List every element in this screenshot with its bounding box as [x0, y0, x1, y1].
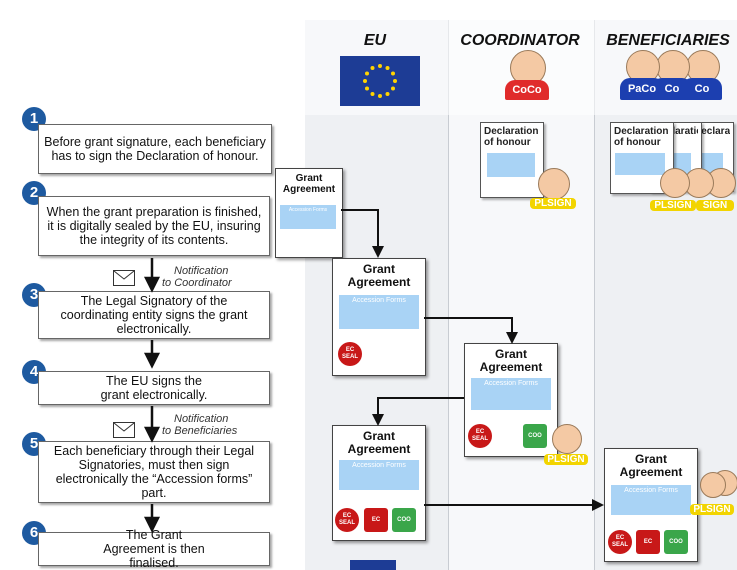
legal-signatory-person-icon	[700, 472, 726, 498]
plsign-badge: PLSIGN	[530, 198, 576, 209]
ec-seal-icon: EC SEAL	[338, 342, 362, 366]
beneficiary-body	[682, 78, 722, 100]
accession-forms-panel: Accession Forms	[280, 205, 336, 229]
column-divider	[594, 20, 595, 570]
step-2-box: When the grant preparation is finished, …	[38, 196, 270, 256]
declaration-label: Declaration	[614, 126, 669, 137]
eu-column-title: EU	[363, 32, 387, 49]
doc-title-line: Agreement	[282, 184, 336, 195]
doc-title-line: Agreement	[347, 442, 411, 456]
plsign-badge: PLSIGN	[544, 454, 588, 465]
doc-title-line: Agreement	[619, 465, 683, 479]
step-5-box: Each beneficiary through their Legal Sig…	[38, 441, 270, 503]
declaration-label: Declaration	[484, 126, 539, 137]
step-1-box: Before grant signature, each beneficiary…	[38, 124, 272, 174]
eu-flag-icon	[350, 560, 396, 570]
notification-line: to Beneficiaries	[162, 425, 238, 437]
ec-seal-icon: EC SEAL	[608, 530, 632, 554]
paco-badge: PaCo	[627, 83, 657, 95]
accession-forms-panel: Accession Forms	[339, 295, 419, 329]
notification-label: Notification to Coordinator	[162, 265, 252, 289]
eu-flag-icon	[340, 56, 420, 106]
doc-title: Grant Agreement	[465, 348, 557, 374]
envelope-icon	[113, 422, 135, 438]
step-connectors	[143, 258, 161, 533]
coo-signature-icon: COO	[392, 508, 416, 532]
doc-title-line: Agreement	[479, 360, 543, 374]
doc-title-line: Grant	[362, 429, 395, 443]
signature-panel	[615, 153, 665, 175]
sign-badge: SIGN	[696, 200, 734, 211]
plsign-badge: PLSIGN	[690, 504, 734, 515]
coco-badge: CoCo	[512, 84, 542, 96]
step-6-box: The Grant Agreement is then finalised.	[38, 528, 270, 570]
step-1-number: 1	[22, 107, 46, 131]
ec-seal-icon: EC SEAL	[335, 508, 359, 532]
ec-signature-icon: EC	[364, 508, 388, 532]
step-4-box: The EU signs the grant electronically.	[38, 371, 270, 405]
doc-title: Grant Agreement	[605, 453, 697, 479]
doc-title: Grant Agreement	[333, 430, 425, 456]
legal-signatory-person-icon	[552, 424, 582, 454]
coordinator-body	[505, 80, 549, 100]
doc-title: Grant Agreement	[276, 173, 342, 195]
plsign-badge: PLSIGN	[650, 200, 696, 211]
doc-title-line: Agreement	[347, 275, 411, 289]
co-badge: Co	[664, 83, 680, 95]
accession-forms-panel: Accession Forms	[339, 460, 419, 490]
notification-line: Notification	[174, 265, 229, 277]
beneficiary-body	[620, 78, 664, 100]
accession-forms-panel: Accession Forms	[611, 485, 691, 515]
declaration-label: Declaration	[694, 126, 730, 137]
column-divider	[448, 20, 449, 570]
doc-title-line: Grant	[634, 452, 667, 466]
coordinator-column-title: COORDINATOR	[460, 32, 580, 49]
declaration-of-honour-doc: Declaration of honour	[480, 122, 544, 198]
doc-title: Grant Agreement	[333, 263, 425, 289]
ec-seal-icon: EC SEAL	[468, 424, 492, 448]
declaration-label: Declaration	[654, 126, 698, 137]
coo-signature-icon: COO	[664, 530, 688, 554]
envelope-icon	[113, 270, 135, 286]
notification-label: Notification to Beneficiaries	[162, 413, 262, 437]
notification-line: to Coordinator	[162, 277, 232, 289]
signature-panel	[487, 153, 535, 177]
doc-title-line: Grant	[295, 173, 323, 184]
accession-forms-panel: Accession Forms	[471, 378, 551, 410]
doc-title-line: Grant	[362, 262, 395, 276]
coo-signature-icon: COO	[523, 424, 547, 448]
declaration-of-honour-doc: Declaration of honour	[610, 122, 674, 194]
co-badge: Co	[694, 83, 710, 95]
beneficiaries-column-title: BENEFICIARIES	[606, 32, 730, 49]
ec-signature-icon: EC	[636, 530, 660, 554]
legal-signatory-person-icon	[660, 168, 690, 198]
of-honour-label: of honour	[614, 137, 661, 148]
notification-line: Notification	[174, 413, 229, 425]
doc-title-line: Grant	[494, 347, 527, 361]
grant-agreement-doc: Grant Agreement Accession Forms	[275, 168, 343, 258]
step-3-box: The Legal Signatory of the coordinating …	[38, 291, 270, 339]
of-honour-label: of honour	[484, 137, 531, 148]
